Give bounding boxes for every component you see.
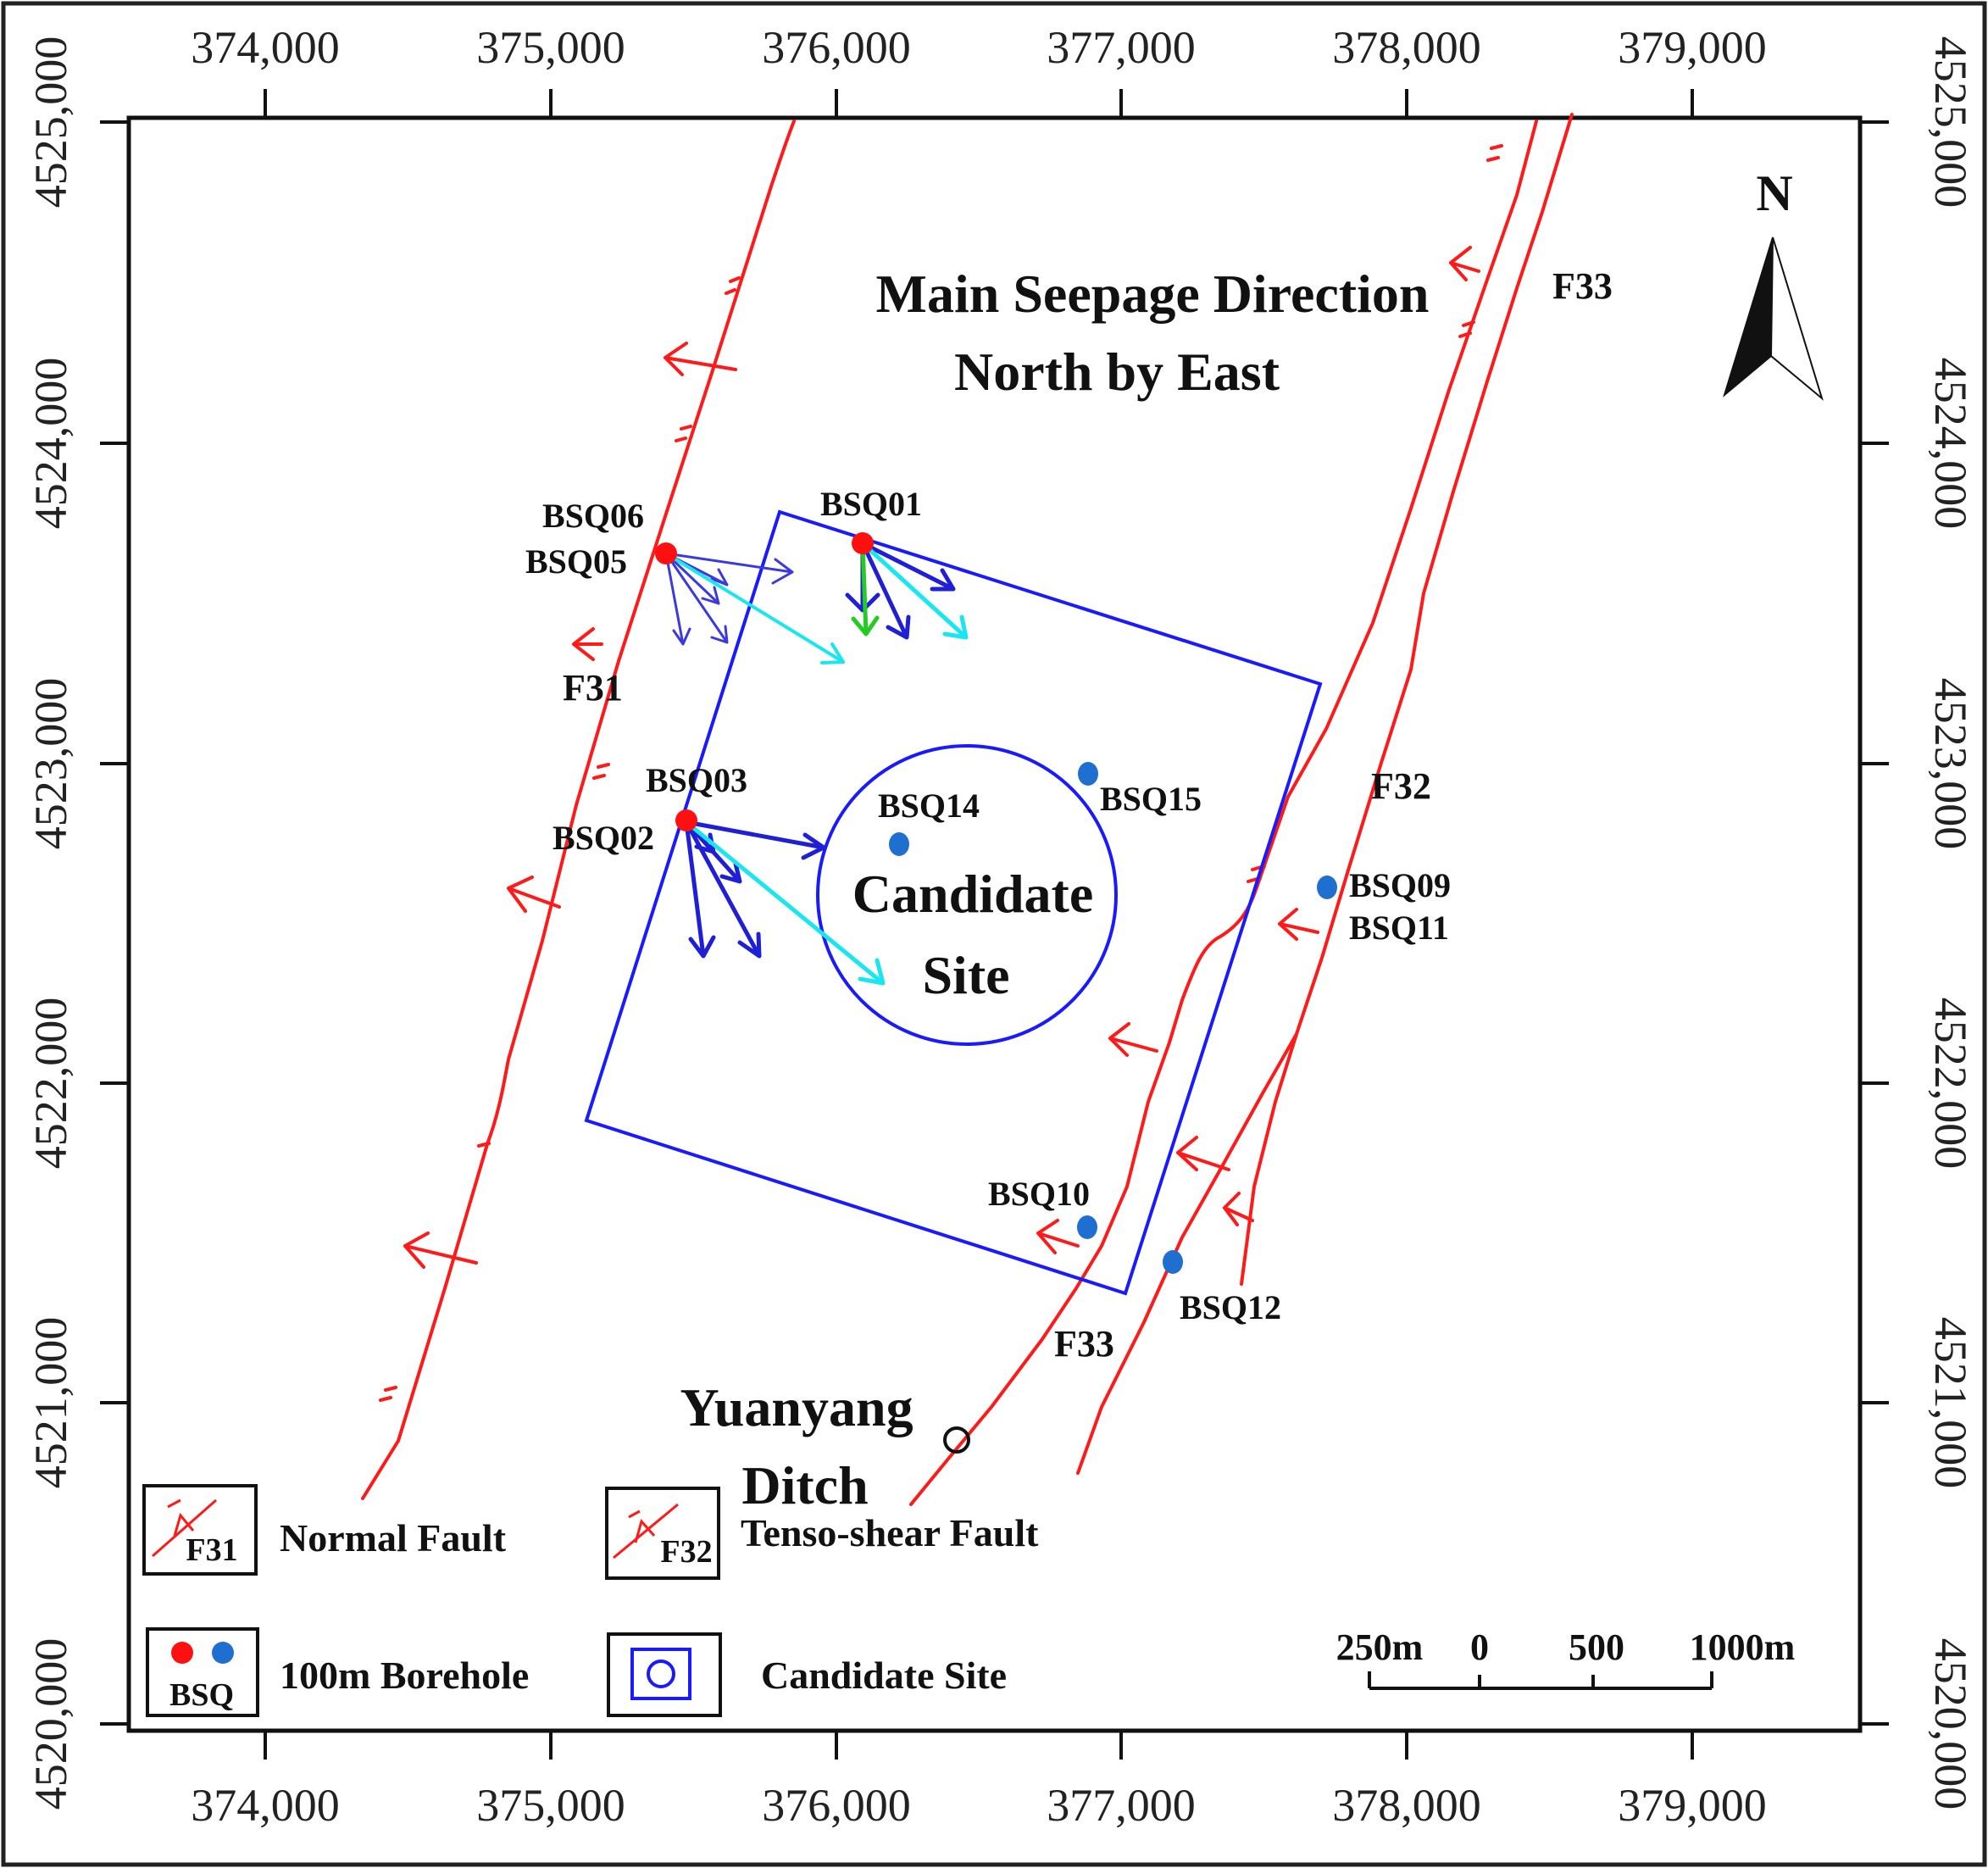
label-bsq14: BSQ14 [878, 787, 980, 825]
legend-candidate-site-box [607, 1632, 722, 1717]
label-bsq10: BSQ10 [988, 1175, 1090, 1213]
north-arrow: N [1723, 165, 1824, 401]
borehole-marker-bsq10 [1077, 1215, 1097, 1239]
scale-label-500: 500 [1569, 1626, 1624, 1668]
legend-normal-fault-box [142, 1484, 258, 1576]
x-tick-top-5: 378,000 [1332, 22, 1481, 73]
scale-label-0: 0 [1470, 1626, 1489, 1668]
label-bsq05: BSQ05 [525, 542, 627, 581]
yuanyang-ditch-marker [943, 1426, 970, 1454]
borehole-marker-bsq02 [675, 809, 697, 831]
fault-line-f33-west [909, 120, 1538, 1506]
candidate-site-label-2: Site [922, 945, 1009, 1005]
x-tick-bottom-1: 374,000 [191, 1780, 340, 1831]
legend-normal-fault-label: Normal Fault [280, 1516, 507, 1559]
ditch-label-2: Ditch [741, 1455, 868, 1515]
borehole-marker-bsq15 [1078, 762, 1098, 786]
borehole-marker-bsq09 [1317, 876, 1337, 899]
x-tick-bottom-3: 376,000 [762, 1780, 911, 1831]
map-frame [126, 115, 1863, 1733]
candidate-site-circle [816, 744, 1118, 1046]
seepage-arrows-bsq01 [845, 541, 969, 640]
y-tick-right-6: 4520,000 [1925, 1638, 1976, 1810]
legend-normal-fault-icon [152, 1498, 217, 1558]
legend-tenso-shear-icon [613, 1503, 679, 1559]
label-f33-top: F33 [1552, 265, 1613, 307]
label-bsq01: BSQ01 [820, 485, 922, 523]
label-bsq12: BSQ12 [1180, 1288, 1281, 1326]
label-bsq15: BSQ15 [1100, 780, 1202, 818]
y-tick-right-5: 4521,000 [1925, 1317, 1976, 1489]
legend-normal-fault-symbol: F31 [186, 1532, 237, 1568]
y-tick-left-4: 4522,000 [25, 998, 76, 1170]
borehole-marker-bsq12 [1163, 1250, 1183, 1274]
label-bsq09: BSQ09 [1349, 866, 1451, 904]
fault-arrow-markers [403, 246, 1480, 1269]
x-tick-top-4: 377,000 [1047, 22, 1196, 73]
candidate-site-label-1: Candidate [852, 864, 1094, 924]
legend-borehole-symbol: BSQ [169, 1677, 234, 1713]
scale-bar: 250m 0 500 1000m [1336, 1626, 1796, 1690]
fault-line-f32-splay [1240, 1032, 1298, 1286]
scale-bar-line [1368, 1671, 1713, 1690]
x-tick-bottom-6: 379,000 [1618, 1780, 1767, 1831]
legend-borehole-box [146, 1627, 259, 1717]
legend-candidate-site-label: Candidate Site [761, 1654, 1007, 1697]
legend-candidate-site-circle [647, 1660, 675, 1688]
legend-tenso-shear-symbol: F32 [660, 1534, 712, 1570]
x-tick-bottom-5: 378,000 [1332, 1780, 1481, 1831]
y-tick-right-4: 4522,000 [1925, 998, 1976, 1170]
title-line-1: Main Seepage Direction [876, 264, 1430, 324]
axis-ticks [100, 89, 1889, 1760]
y-tick-left-6: 4520,000 [25, 1638, 76, 1810]
fault-line-f31 [361, 120, 796, 1500]
label-f31: F31 [563, 667, 623, 709]
label-bsq06: BSQ06 [542, 497, 644, 535]
label-f32: F32 [1371, 765, 1431, 807]
legend-tenso-shear-box [605, 1487, 720, 1580]
ditch-label-1: Yuanyang [680, 1377, 913, 1437]
y-tick-right-2: 4524,000 [1925, 358, 1976, 530]
label-f33-bottom: F33 [1054, 1323, 1114, 1365]
y-tick-left-5: 4521,000 [25, 1317, 76, 1489]
north-label: N [1756, 165, 1792, 221]
borehole-marker-bsq01 [852, 532, 874, 554]
y-tick-right-3: 4523,000 [1925, 678, 1976, 850]
y-tick-right-1: 4525,000 [1925, 36, 1976, 208]
x-tick-bottom-2: 375,000 [476, 1780, 625, 1831]
north-arrow-light-half [1769, 236, 1824, 401]
legend-tenso-shear-label: Tenso-shear Fault [741, 1511, 1039, 1554]
x-tick-bottom-4: 377,000 [1047, 1780, 1196, 1831]
label-bsq03: BSQ03 [646, 761, 747, 799]
north-arrow-dark-half [1723, 236, 1774, 398]
scale-label-1000m: 1000m [1690, 1626, 1796, 1668]
label-bsq11: BSQ11 [1349, 909, 1449, 947]
legend: F31 Normal Fault F32 Tenso-shear Fault B… [142, 1484, 1039, 1717]
fault-hachure-marks [379, 144, 1503, 1402]
y-tick-left-3: 4523,000 [25, 678, 76, 850]
x-tick-top-1: 374,000 [191, 22, 340, 73]
legend-borehole-blue [212, 1642, 234, 1664]
y-tick-left-1: 4525,000 [25, 36, 76, 208]
x-tick-top-3: 376,000 [762, 22, 911, 73]
borehole-marker-bsq14 [889, 832, 909, 856]
borehole-marker-bsq05 [655, 542, 677, 564]
y-tick-left-2: 4524,000 [25, 358, 76, 530]
study-area-boundary [584, 509, 1323, 1296]
legend-candidate-site-square [630, 1648, 691, 1700]
x-tick-top-2: 375,000 [476, 22, 625, 73]
title-line-2: North by East [954, 342, 1280, 402]
seepage-arrows-bsq02 [684, 820, 886, 986]
seepage-arrows-bsq05 [664, 552, 845, 664]
scale-label-250m: 250m [1336, 1626, 1424, 1668]
label-bsq02: BSQ02 [553, 819, 654, 857]
legend-borehole-red [171, 1642, 193, 1664]
legend-borehole-label: 100m Borehole [280, 1654, 529, 1697]
x-tick-top-6: 379,000 [1618, 22, 1767, 73]
